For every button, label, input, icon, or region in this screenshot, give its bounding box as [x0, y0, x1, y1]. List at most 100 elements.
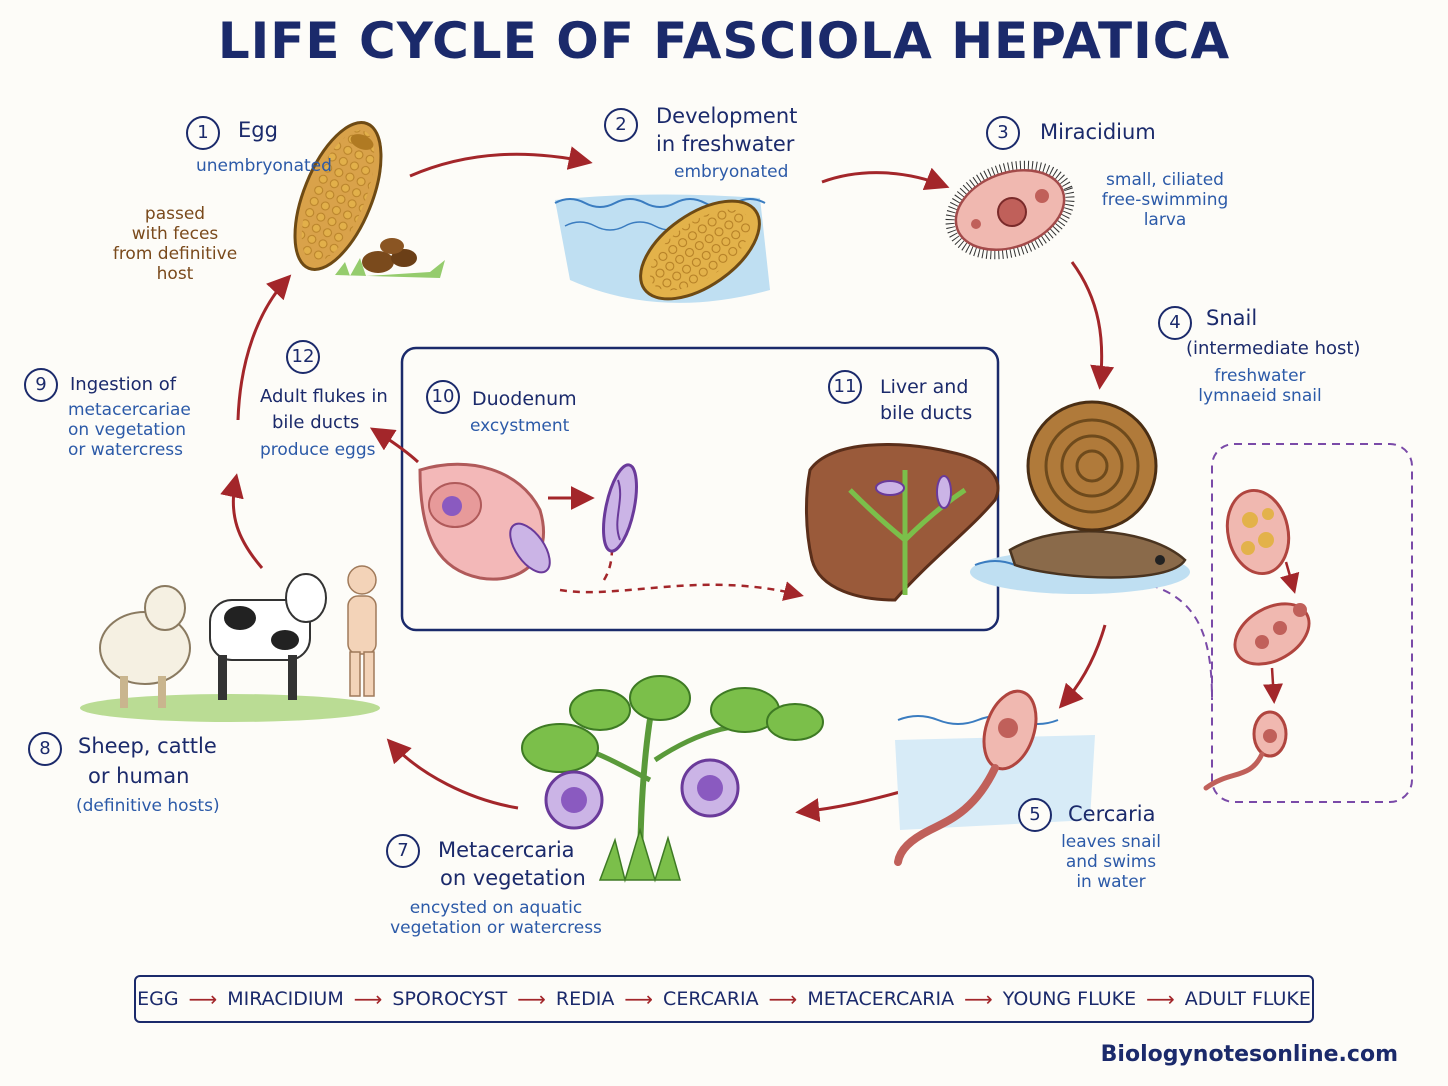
- stage-9-desc-line: or watercress: [68, 440, 183, 461]
- sporocyst-illustration: [1225, 488, 1291, 576]
- sequence-step: ADULT FLUKE: [1184, 988, 1311, 1010]
- sequence-arrow: ⟶: [517, 987, 546, 1011]
- stage-2-name-line1: Development: [656, 104, 798, 128]
- stage-3-desc-line: small, ciliated: [1106, 170, 1224, 190]
- arrow-miracidium-to-snail: [1070, 261, 1115, 390]
- stage-7-name-line2: on vegetation: [440, 866, 586, 890]
- duodenum-illustration: [418, 462, 551, 581]
- stage-1-note-line: passed: [144, 204, 206, 224]
- stage-12-name-line2: bile ducts: [272, 412, 360, 433]
- sequence-arrow: ⟶: [1146, 987, 1175, 1011]
- stage-7-desc-line: vegetation or watercress: [390, 918, 602, 939]
- stage-9-desc: metacercariae on vegetation or watercres…: [68, 400, 191, 460]
- arrow-cercaria-to-metacercaria: [795, 790, 901, 823]
- stage-number-3: 3: [986, 116, 1020, 150]
- young-fluke-illustration: [602, 463, 638, 553]
- sequence-arrow: ⟶: [353, 987, 383, 1011]
- vegetation-illustration: [521, 675, 824, 883]
- stage-number-5: 5: [1018, 798, 1052, 832]
- stage-4-name: Snail: [1206, 306, 1258, 330]
- arrow-adults-to-egg: [236, 274, 292, 421]
- sequence-step: CERCARIA: [663, 988, 759, 1010]
- sequence-step: YOUNG FLUKE: [1002, 988, 1137, 1010]
- stage-7-desc-line: encysted on aquatic: [409, 898, 583, 918]
- stage-9-desc-line: on vegetation: [68, 420, 186, 441]
- stage-10-name: Duodenum: [472, 388, 577, 410]
- sequence-step: EGG: [137, 988, 179, 1010]
- stage-number-10: 10: [426, 380, 460, 414]
- stage-number-9: 9: [24, 368, 58, 402]
- stage-11-name-line1: Liver and: [880, 376, 969, 398]
- stage-8-desc: (definitive hosts): [76, 796, 220, 816]
- stage-12-desc: produce eggs: [260, 440, 376, 460]
- stage-8-name-line2: or human: [88, 764, 190, 788]
- sequence-arrow: ⟶: [964, 987, 993, 1011]
- arrow-sporocyst-to-redia: [1279, 561, 1300, 594]
- stage-number-7: 7: [386, 834, 420, 868]
- liver-illustration: [805, 443, 1000, 602]
- arrow-duodenum-to-adults: [369, 427, 420, 464]
- stage-5-desc: leaves snail and swims in water: [1046, 832, 1176, 892]
- stage-5-desc-line: leaves snail: [1061, 832, 1161, 852]
- stage-number-4: 4: [1158, 306, 1192, 340]
- hosts-illustration: [80, 565, 380, 722]
- snail-connector: [1149, 584, 1213, 701]
- stage-9-name: Ingestion of: [70, 374, 177, 395]
- stage-1-note: passed with feces from definitive host: [110, 204, 240, 284]
- egg-illustration: [293, 121, 445, 278]
- stage-number-2: 2: [604, 108, 638, 142]
- arrow-migration-dashed: [559, 581, 804, 601]
- stage-4-desc-line: lymnaeid snail: [1198, 386, 1322, 407]
- inner-cercaria-illustration: [1203, 710, 1288, 791]
- stage-4-host: (intermediate host): [1186, 338, 1361, 359]
- stage-number-8: 8: [28, 732, 62, 766]
- stage-8-name-line1: Sheep, cattle: [78, 734, 217, 758]
- page-title: LIFE CYCLE OF FASCIOLA HEPATICA: [217, 12, 1231, 70]
- footer-credit: Biologynotesonline.com: [1100, 1042, 1398, 1067]
- stage-4-desc-line: freshwater: [1214, 366, 1306, 386]
- stage-number-12: 12: [286, 340, 320, 374]
- stage-4-desc: freshwater lymnaeid snail: [1180, 366, 1340, 406]
- stage-3-name: Miracidium: [1040, 120, 1156, 144]
- stage-5-desc-line: and swims: [1065, 852, 1157, 873]
- stage-1-note-line: host: [156, 264, 194, 285]
- miracidium-illustration: [945, 160, 1075, 260]
- life-cycle-sequence-bar: EGG ⟶ MIRACIDIUM ⟶ SPOROCYST ⟶ REDIA ⟶ CERCARIA ⟶…: [134, 975, 1314, 1023]
- stage-1-desc: unembryonated: [196, 156, 332, 176]
- stage-3-desc-line: free-swimming: [1101, 190, 1229, 211]
- stage-3-desc: small, ciliated free-swimming larva: [1090, 170, 1240, 230]
- arrow-egg-to-development: [409, 146, 593, 178]
- inside-snail-box: [1211, 443, 1413, 803]
- sequence-step: METACERCARIA: [807, 988, 955, 1010]
- stage-number-1: 1: [186, 116, 220, 150]
- stage-7-name-line1: Metacercaria: [438, 838, 575, 862]
- water-egg-illustration: [554, 194, 770, 303]
- arrow-metacercaria-to-hosts: [386, 738, 519, 810]
- stage-5-name: Cercaria: [1068, 802, 1156, 826]
- arrow-snail-to-cercaria: [1058, 624, 1107, 709]
- stage-number-11: 11: [828, 370, 862, 404]
- sequence-arrow: ⟶: [188, 987, 218, 1011]
- stage-7-desc: encysted on aquatic vegetation or waterc…: [386, 898, 606, 938]
- snail-illustration: [970, 400, 1190, 594]
- stage-1-note-line: with feces: [131, 224, 219, 245]
- arrow-development-to-miracidium: [821, 167, 950, 191]
- sequence-arrow: ⟶: [624, 987, 654, 1011]
- stage-12-name-line1: Adult flukes in: [260, 386, 388, 407]
- stage-11-name-line2: bile ducts: [880, 402, 973, 424]
- arrow-migration-dashed-2: [602, 547, 614, 581]
- arrow-hosts-to-ingestion: [220, 473, 264, 569]
- stage-2-desc: embryonated: [674, 162, 789, 182]
- stage-2-name-line2: in freshwater: [656, 132, 795, 156]
- sequence-arrow: ⟶: [768, 987, 798, 1011]
- redia-illustration: [1233, 602, 1311, 666]
- sequence-step: REDIA: [555, 988, 615, 1010]
- arrow-redia-to-cercaria: [1263, 667, 1283, 704]
- stage-5-desc-line: in water: [1076, 872, 1146, 893]
- stage-1-name: Egg: [238, 118, 278, 142]
- sequence-step: MIRACIDIUM: [227, 988, 344, 1010]
- sequence-step: SPOROCYST: [392, 988, 508, 1010]
- stage-9-desc-line: metacercariae: [68, 400, 191, 420]
- stage-3-desc-line: larva: [1143, 210, 1187, 231]
